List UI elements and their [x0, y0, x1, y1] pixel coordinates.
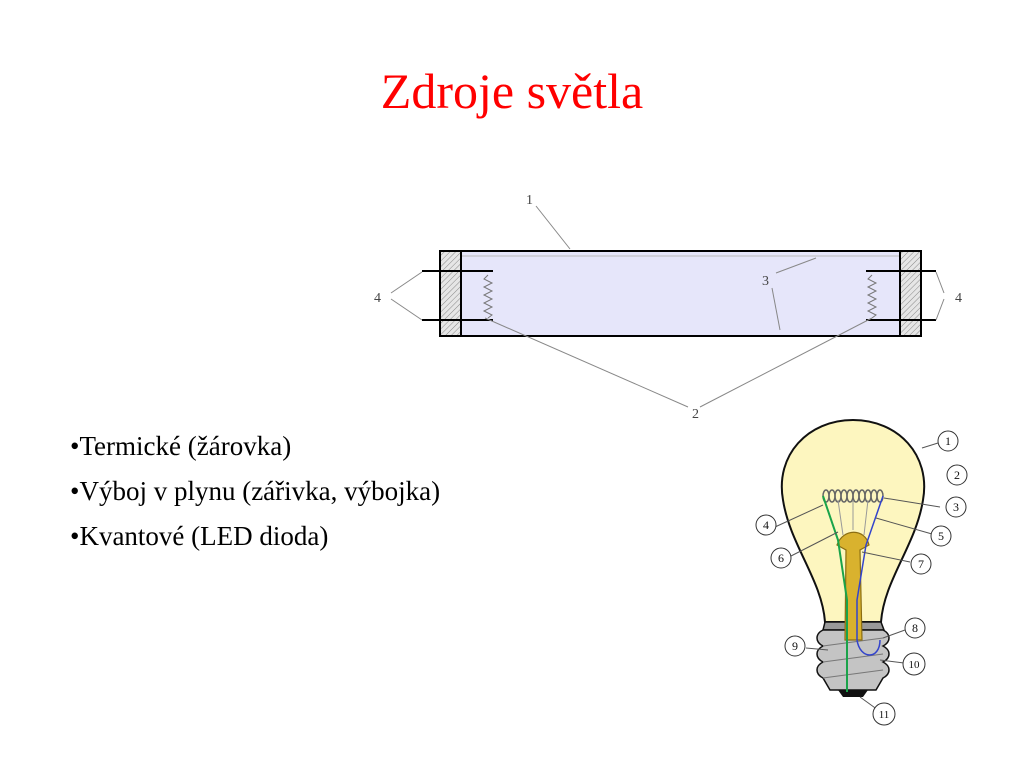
bulb-callouts: 1 2 3 4 5 6 7 8 9 10 11: [755, 430, 968, 726]
svg-text:10: 10: [909, 659, 921, 671]
filament-right: [866, 274, 878, 319]
svg-text:11: 11: [879, 709, 890, 721]
bullet-gas-discharge: •Výboj v plynu (zářivka, výbojka): [70, 476, 441, 506]
callout-10: 10: [902, 652, 926, 676]
callout-1: 1: [937, 430, 959, 452]
end-cap-right: [899, 250, 922, 337]
svg-text:8: 8: [912, 621, 918, 635]
svg-text:9: 9: [792, 639, 798, 653]
bulb-stem: [836, 531, 870, 641]
callout-8: 8: [904, 617, 926, 639]
callout-4: 4: [755, 514, 777, 536]
pins-left: [422, 270, 493, 321]
filament-left: [482, 274, 494, 319]
bullet-list: •Termické (žárovka) •Výboj v plynu (záři…: [70, 430, 450, 565]
svg-text:7: 7: [918, 557, 924, 571]
svg-text:4: 4: [763, 518, 769, 532]
svg-text:3: 3: [953, 500, 959, 514]
page-title: Zdroje světla: [380, 63, 644, 119]
callout-7: 7: [910, 553, 932, 575]
bullet-quantum: •Kvantové (LED dioda): [70, 521, 329, 551]
pins-right: [866, 270, 936, 321]
tube-body: [461, 252, 901, 335]
tube-label-4-left: 4: [374, 291, 381, 306]
tube-label-3: 3: [762, 274, 769, 289]
tube-label-1: 1: [526, 193, 533, 208]
tube-label-2: 2: [692, 407, 699, 422]
callout-6: 6: [770, 547, 792, 569]
callout-11: 11: [872, 702, 896, 726]
svg-text:2: 2: [954, 468, 960, 482]
callout-2: 2: [946, 464, 968, 486]
callout-5: 5: [930, 525, 952, 547]
bullet-thermal: •Termické (žárovka): [70, 431, 292, 461]
lead-wire-left: [822, 495, 848, 692]
callout-3: 3: [945, 496, 967, 518]
end-cap-left: [439, 250, 462, 337]
svg-text:5: 5: [938, 529, 944, 543]
bulb-base: [816, 621, 890, 697]
tube-label-4-right: 4: [955, 291, 962, 306]
lead-wire-right: [856, 495, 884, 656]
callout-9: 9: [784, 635, 806, 657]
svg-text:1: 1: [945, 434, 951, 448]
svg-text:6: 6: [778, 551, 784, 565]
